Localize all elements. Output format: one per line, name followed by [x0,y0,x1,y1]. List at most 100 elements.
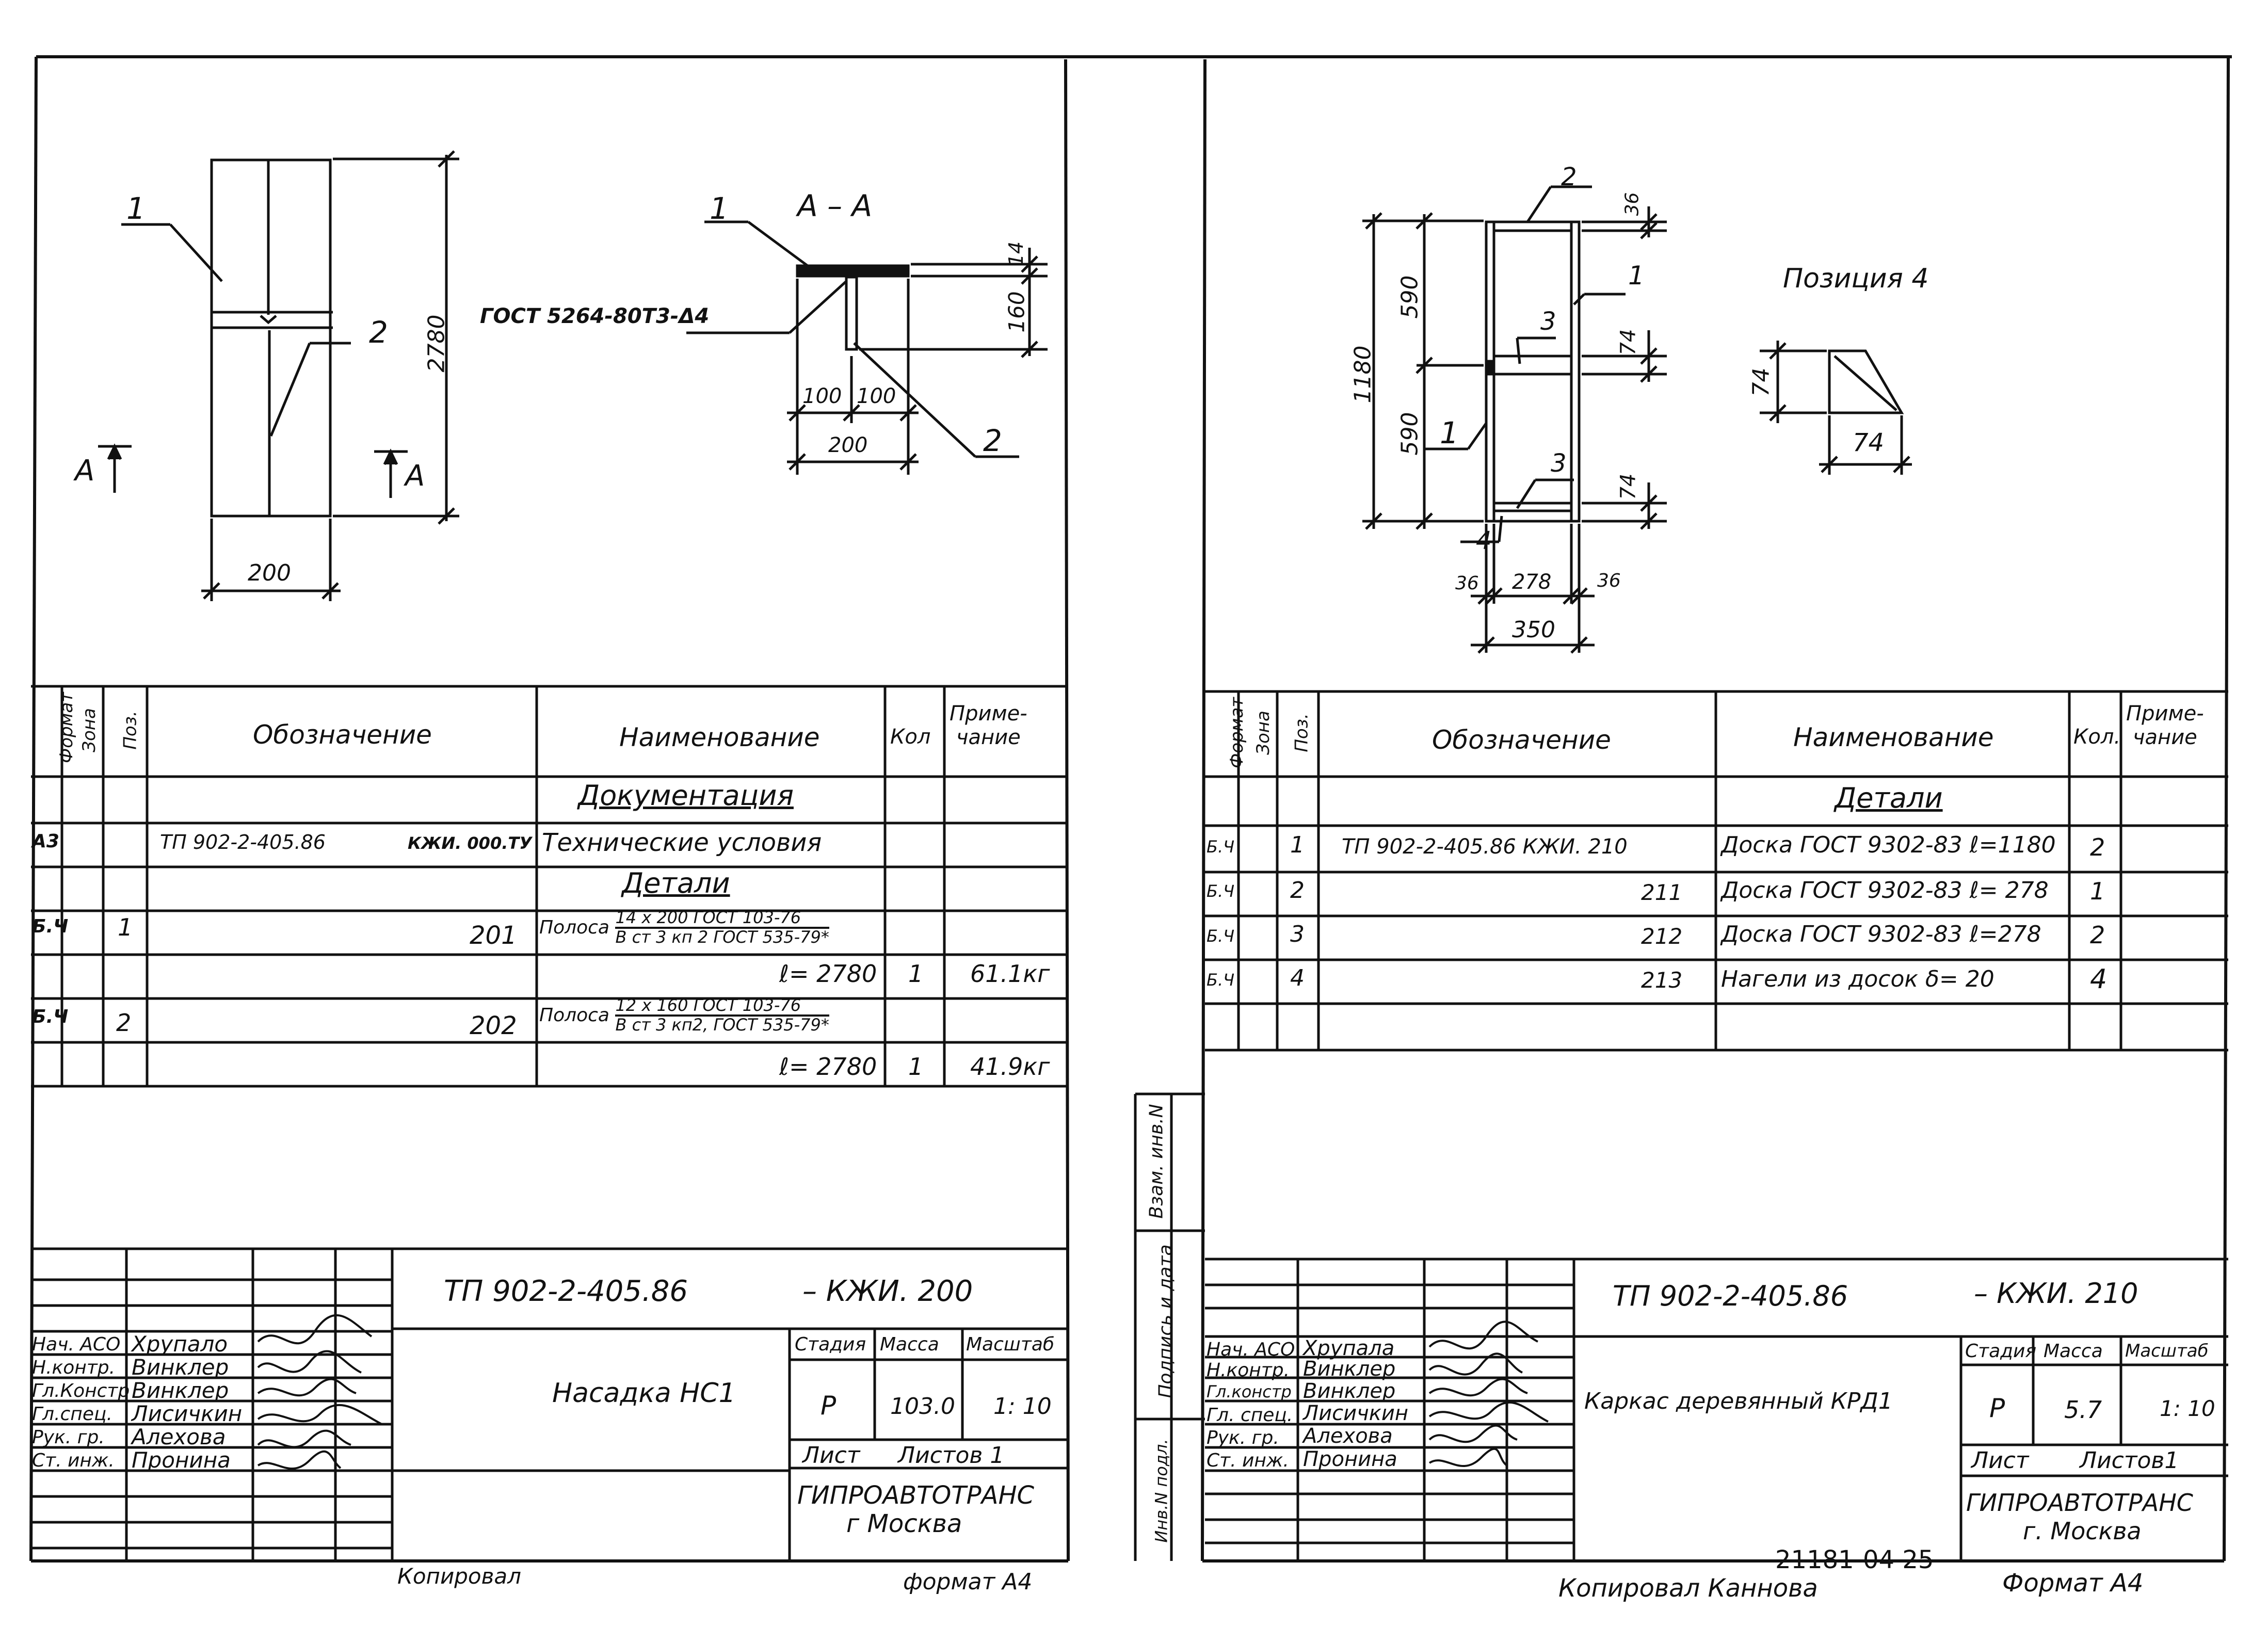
left-name-6: Пронина [132,1447,231,1473]
left-stamp-doc-suffix: – КЖИ. 200 [802,1275,973,1308]
row1-name-label: Полоса [539,917,609,939]
row1-fraction: 14 х 200 ГОСТ 103-76 В ст 3 кп 2 ГОСТ 53… [615,909,829,946]
dim-1180: 1180 [1349,345,1376,404]
left-footer-format: формат А4 [903,1569,1033,1595]
left-name-5: Алехова [132,1424,226,1449]
row2-name-label: Полоса [539,1005,609,1026]
left-role-4: Гл.спец. [32,1404,112,1425]
row2-fraction-num: 12 х 160 ГОСТ 103-76 [615,996,829,1017]
rrow2-name: Доска ГОСТ 9302-83 ℓ= 278 [1721,877,2049,904]
row2-qty: 1 [908,1053,924,1081]
rsection-details: Детали [1835,782,1943,814]
rrow2-designation: 211 [1641,880,1683,905]
dim-2780: 2780 [423,314,450,373]
frame-krd1 [1362,185,1667,654]
section-details: Детали [622,867,730,899]
right-role-4: Гл. спец. [1207,1405,1293,1426]
dim-278: 278 [1512,570,1552,594]
left-role-6: Ст. инж. [32,1450,115,1471]
row1-format: Б.Ч [32,916,69,937]
section-mark-right: А [405,459,425,493]
left-name-2: Винклер [132,1355,229,1380]
row1-code: 201 [470,921,517,950]
pos4-dim-horizontal: 74 [1853,428,1885,457]
row1-pos: 1 [118,913,133,941]
right-name-3: Винклер [1303,1379,1396,1403]
right-city: г. Москва [2023,1517,2142,1545]
rrow3-designation: 212 [1641,924,1683,949]
dim-74-mid: 74 [1616,329,1640,356]
hdr-note: Приме- чание [950,702,1027,749]
right-name-6: Пронина [1303,1447,1397,1471]
left-city: г Москва [846,1509,962,1538]
right-spec-grid [1205,690,2228,1052]
rhdr-zone: Зона [1252,711,1274,755]
hdr-designation: Обозначение [253,720,432,750]
right-sheet-label: Лист [1971,1447,2029,1474]
left-role-2: Н.контр. [32,1357,116,1378]
hdr-format: Формат [56,692,77,763]
left-name-1: Хрупало [132,1331,228,1357]
rrow2-qty: 1 [2090,877,2105,905]
left-role-5: Рук. гр. [32,1427,105,1448]
right-stamp-grid [1205,1258,2228,1561]
rrow1-pos: 1 [1290,832,1305,858]
right-role-6: Ст. инж. [1207,1450,1289,1471]
rhdr-designation: Обозначение [1432,725,1611,755]
hdr-pos: Поз. [120,711,141,750]
row2-pos: 2 [116,1009,132,1037]
row1-fraction-den: В ст 3 кп 2 ГОСТ 535-79* [615,927,829,947]
row2-format: Б.Ч [32,1006,69,1027]
dim-350: 350 [1512,617,1555,643]
frame-pos2: 2 [1561,163,1577,191]
left-role-1: Нач. АСО [32,1334,121,1355]
right-role-5: Рук. гр. [1207,1427,1279,1448]
left-scale-label: Масштаб [966,1334,1055,1355]
rhdr-name: Наименование [1793,722,1994,752]
row1-qty: 1 [908,960,924,988]
frame-pos4: 4 [1476,526,1492,555]
right-role-3: Гл.констр [1207,1382,1292,1402]
rrow4-designation: 213 [1641,968,1683,993]
left-spec-grid [31,685,1068,1088]
section-a-a [686,220,1048,475]
dim-200-section: 200 [828,433,868,457]
position-4-title: Позиция 4 [1783,263,1929,294]
rrow1-name: Доска ГОСТ 9302-83 ℓ=1180 [1721,832,2056,858]
dim-590-top: 590 [1396,275,1423,319]
plate-pos1-label: 1 [126,191,146,226]
right-scale-label: Масштаб [2125,1341,2209,1361]
rhdr-qty: Кол. [2073,725,2121,749]
left-sheets-label: Листов 1 [898,1442,1005,1469]
left-footer-copied: Копировал [397,1564,521,1589]
row2-fraction-den: В ст 3 кп2, ГОСТ 535-79* [615,1014,829,1035]
left-mass-label: Масса [880,1334,939,1355]
rrow2-format: Б.Ч [1207,881,1235,901]
plate-elevation [98,150,459,601]
row2-fraction: 12 х 160 ГОСТ 103-76 В ст 3 кп2, ГОСТ 53… [615,996,829,1035]
frame-pos1-left: 1 [1440,415,1459,450]
right-footer-copied: Копировал Каннова [1558,1574,1818,1603]
right-name-2: Винклер [1303,1357,1396,1381]
right-role-2: Н.контр. [1207,1360,1290,1381]
rrow4-format: Б.Ч [1207,970,1235,990]
right-stage-label: Стадия [1965,1341,2037,1362]
pos4-dim-vertical: 74 [1748,367,1775,397]
plate-pos2-label: 2 [369,315,388,350]
row1-fraction-num: 14 х 200 ГОСТ 103-76 [615,909,829,929]
right-side-strip [1134,1092,1205,1561]
row1-length: ℓ= 2780 [779,960,877,988]
hdr-name: Наименование [619,722,820,752]
right-role-1: Нач. АСО [1207,1339,1295,1360]
left-name-4: Лисичкин [132,1401,243,1426]
side-label-signature-date: Подпись и дата [1155,1244,1177,1398]
section-documentation: Документация [578,779,794,812]
row-doc-name: Технические условия [542,828,822,857]
row2-note: 41.9кг [970,1053,1050,1081]
dim-590-bottom: 590 [1396,412,1423,456]
rhdr-pos: Поз. [1291,713,1312,752]
row1-name: Полоса 14 х 200 ГОСТ 103-76 В ст 3 кп 2 … [539,909,829,946]
row-doc-format: А3 [32,831,59,852]
dim-74-bottom: 74 [1616,473,1640,500]
left-stamp-grid [31,1247,1068,1561]
